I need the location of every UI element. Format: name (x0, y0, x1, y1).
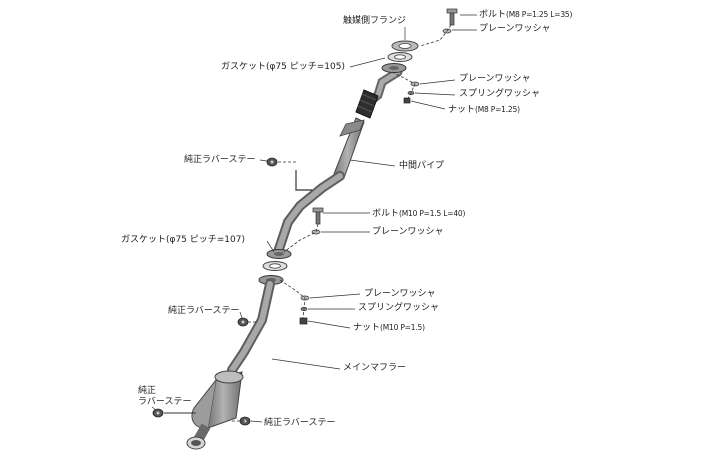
label-bolt-m10-name: ボルト (372, 209, 400, 219)
label-nut-m8: ナット(M8 P=1.25) (448, 104, 520, 116)
label-plain-washer-3: プレーンワッシャ (372, 227, 444, 237)
label-nut-m10-spec: (M10 P=1.5) (380, 323, 425, 332)
label-gasket-107: ガスケット(φ75 ピッチ=107) (121, 235, 245, 245)
label-nut-m8-spec: (M8 P=1.25) (475, 105, 520, 114)
label-plain-washer-top: プレーンワッシャ (479, 24, 551, 34)
label-bolt-m10-spec: (M10 P=1.5 L=40) (399, 209, 466, 218)
label-spring-washer-2: スプリングワッシャ (358, 303, 440, 313)
label-nut-m8-name: ナット (448, 105, 476, 115)
gasket-107 (262, 261, 288, 271)
main-pipe (227, 279, 275, 375)
label-rubber-stay-3-line1: 純正 (138, 386, 157, 396)
mid-silencer (333, 117, 365, 179)
nut-m10 (299, 317, 308, 325)
rubber-stay-1 (266, 157, 278, 167)
rubber-stay-3 (152, 408, 196, 418)
bolt-m10 (312, 207, 324, 225)
label-plain-washer-2: プレーンワッシャ (459, 74, 531, 84)
label-rubber-stay-3-line2: ラバーステー (138, 397, 192, 407)
label-nut-m10-name: ナット (353, 323, 381, 333)
main-muffler (186, 370, 244, 450)
nut-m8 (403, 97, 411, 104)
mid-flange (266, 249, 292, 259)
flex-pipe (355, 89, 379, 119)
label-nut-m10: ナット(M10 P=1.5) (353, 322, 425, 334)
label-plain-washer-4: プレーンワッシャ (364, 289, 436, 299)
label-mid-pipe: 中間パイプ (399, 161, 445, 171)
label-main-muffler: メインマフラー (343, 363, 407, 373)
label-spring-washer-1: スプリングワッシャ (459, 89, 541, 99)
rubber-stay-2 (237, 317, 249, 327)
leader-lines (151, 14, 477, 423)
label-bolt-m8: ボルト(M8 P=1.25 L=35) (479, 9, 572, 21)
label-bolt-m8-spec: (M8 P=1.25 L=35) (506, 10, 573, 19)
bolt-m8 (446, 8, 458, 26)
catalyst-flange (391, 40, 419, 52)
label-bolt-m10: ボルト(M10 P=1.5 L=40) (372, 208, 465, 220)
pipe-flange-top (381, 63, 407, 73)
label-rubber-stay-1: 純正ラバーステー (184, 155, 256, 165)
label-bolt-m8-name: ボルト (479, 10, 507, 20)
mid-pipe (273, 170, 345, 257)
label-rubber-stay-2: 純正ラバーステー (168, 306, 240, 316)
gasket-105 (387, 52, 413, 62)
label-rubber-stay-4: 純正ラバーステー (264, 418, 336, 428)
label-catalyst-flange: 触媒側フランジ (343, 16, 407, 26)
label-gasket-105: ガスケット(φ75 ピッチ=105) (221, 62, 345, 72)
assembly-dashed-lines (232, 24, 452, 422)
